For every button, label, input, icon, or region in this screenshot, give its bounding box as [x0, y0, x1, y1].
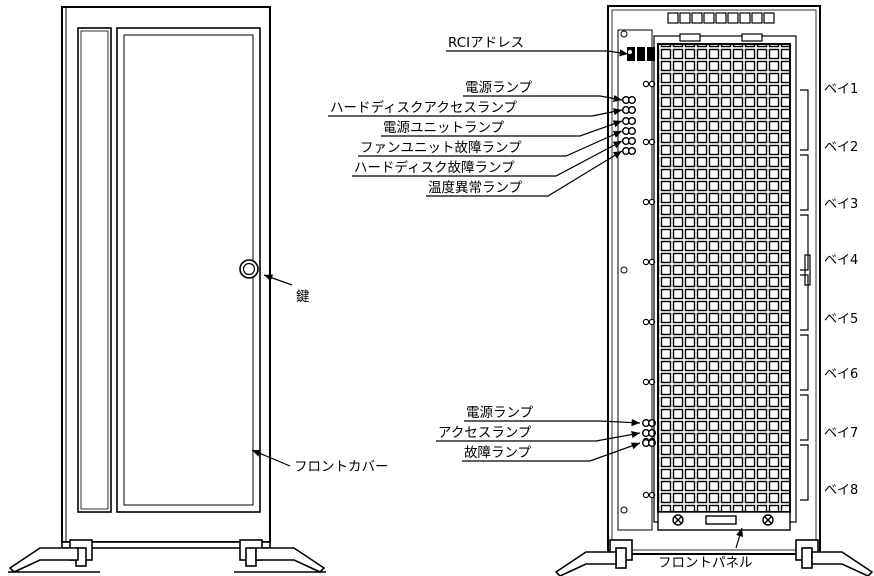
bay-label-2: ベイ2 [824, 140, 858, 155]
callout-bay-power-lamp: 電源ランプ [466, 405, 534, 421]
callout-temp-lamp: 温度異常ランプ [428, 180, 523, 196]
right-callout-labels-bottom: 電源ランプ アクセスランプ 故障ランプ [438, 405, 534, 461]
front-panel-label: フロントパネル [658, 555, 753, 571]
bay-label-1: ベイ1 [824, 82, 858, 97]
callout-psu-lamp: 電源ユニットランプ [383, 120, 505, 136]
callout-power-lamp: 電源ランプ [465, 80, 533, 96]
left-server-unit [8, 6, 326, 573]
bay-label-7: ベイ7 [824, 426, 858, 441]
bay-label-3: ベイ3 [824, 197, 858, 212]
bay-label-4: ベイ4 [824, 253, 858, 268]
key-lock-icon [239, 259, 259, 279]
bay-label-5: ベイ5 [824, 312, 858, 327]
callout-hdd-fault-lamp: ハードディスク故障ランプ [354, 159, 515, 176]
top-latch [679, 33, 763, 42]
callout-fan-fault-lamp: ファンユニット故障ランプ [360, 140, 522, 156]
right-callouts-top [328, 49, 629, 197]
right-callouts-bottom [436, 418, 641, 462]
bay-label-6: ベイ6 [824, 367, 858, 382]
key-label: 鍵 [296, 289, 310, 305]
bay-brackets [800, 89, 811, 501]
callout-bay-fault-lamp: 故障ランプ [464, 445, 532, 461]
callout-hdd-access-lamp: ハードディスクアクセスランプ [330, 99, 517, 116]
left-callouts: 鍵 フロントカバー [251, 274, 389, 475]
right-server-unit [554, 5, 874, 576]
bay-label-8: ベイ8 [824, 483, 858, 498]
right-unit-stand [554, 539, 874, 576]
top-vent [667, 12, 775, 24]
status-lamps-top [622, 95, 637, 155]
left-unit-stand [8, 539, 326, 573]
right-callout-labels-top: RCIアドレス 電源ランプ ハードディスクアクセスランプ 電源ユニットランプ フ… [330, 35, 533, 196]
bay-labels: ベイ1 ベイ2 ベイ3 ベイ4 ベイ5 ベイ6 ベイ7 ベイ8 [824, 82, 858, 498]
cover-side-window [77, 27, 112, 513]
status-lamps-bottom [642, 419, 657, 448]
callout-rci-address: RCIアドレス [448, 35, 524, 51]
front-panel-bottom [657, 511, 791, 531]
front-cover-label: フロントカバー [294, 459, 389, 475]
cover-main-window [116, 27, 261, 513]
front-panel-mesh [657, 43, 791, 513]
callout-bay-access-lamp: アクセスランプ [438, 425, 532, 441]
